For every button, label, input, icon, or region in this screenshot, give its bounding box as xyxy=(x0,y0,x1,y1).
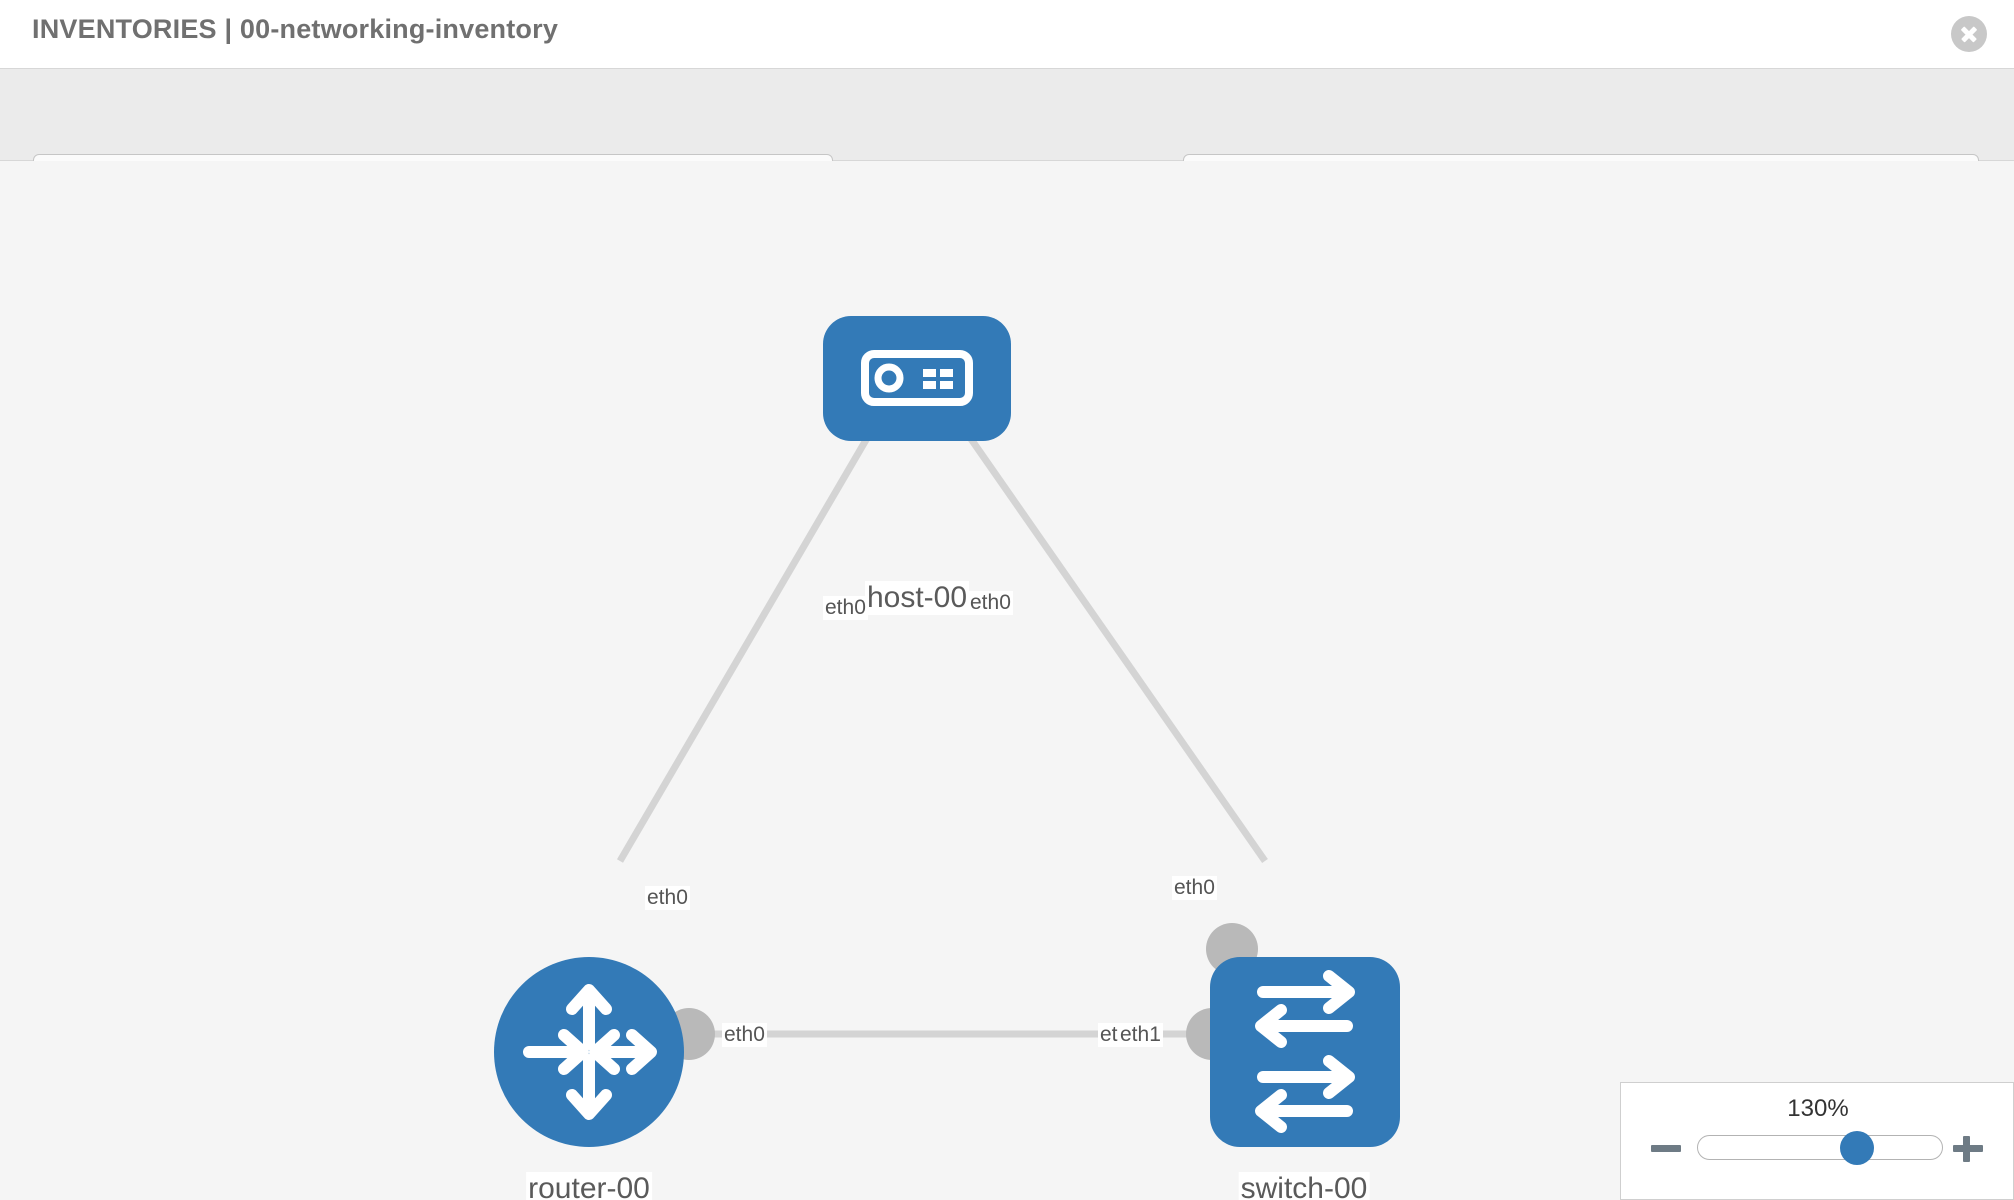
edge-label-router-eth0-side: eth0 xyxy=(722,1023,767,1047)
zoom-control: 130% xyxy=(1620,1082,2014,1200)
node-router-00[interactable] xyxy=(494,957,684,1147)
node-label-router-00: router-00 xyxy=(526,1172,652,1200)
node-host-00[interactable] xyxy=(823,316,1011,441)
node-label-host-00: host-00 xyxy=(864,581,970,615)
topology-canvas[interactable]: host-00 router-00 switch-00 eth0 eth0 et… xyxy=(0,161,2014,1200)
edge-label-host-eth0-left: eth0 xyxy=(823,596,868,620)
swap-arrows-icon xyxy=(1255,970,1355,1133)
four-arrows-icon xyxy=(523,984,657,1120)
page-header: INVENTORIES | 00-networking-inventory xyxy=(0,0,2014,69)
edge-label-host-eth0-right: eth0 xyxy=(968,591,1013,615)
topology-graph xyxy=(494,316,1400,1147)
zoom-slider-track[interactable] xyxy=(1697,1135,1943,1160)
topology-links xyxy=(616,413,1268,1038)
link-host-switch[interactable] xyxy=(952,413,1268,864)
close-icon[interactable] xyxy=(1951,16,1987,52)
zoom-slider-handle[interactable] xyxy=(1840,1131,1874,1165)
edge-label-switch-eth0-up: eth0 xyxy=(1172,876,1217,900)
zoom-percent-label: 130% xyxy=(1787,1095,1849,1122)
zoom-in-button[interactable] xyxy=(1951,1131,1985,1165)
link-host-router[interactable] xyxy=(616,414,884,863)
page-title: INVENTORIES | 00-networking-inventory xyxy=(32,14,559,44)
edge-label-switch-eth1-side: eth1 xyxy=(1118,1023,1163,1047)
edge-label-router-eth0-up: eth0 xyxy=(645,886,690,910)
server-icon xyxy=(861,350,973,406)
toolbar: ACTIONS SEARCH xyxy=(0,69,2014,214)
zoom-out-button[interactable] xyxy=(1649,1131,1683,1165)
node-label-switch-00: switch-00 xyxy=(1238,1172,1370,1200)
node-switch-00[interactable] xyxy=(1210,957,1400,1147)
